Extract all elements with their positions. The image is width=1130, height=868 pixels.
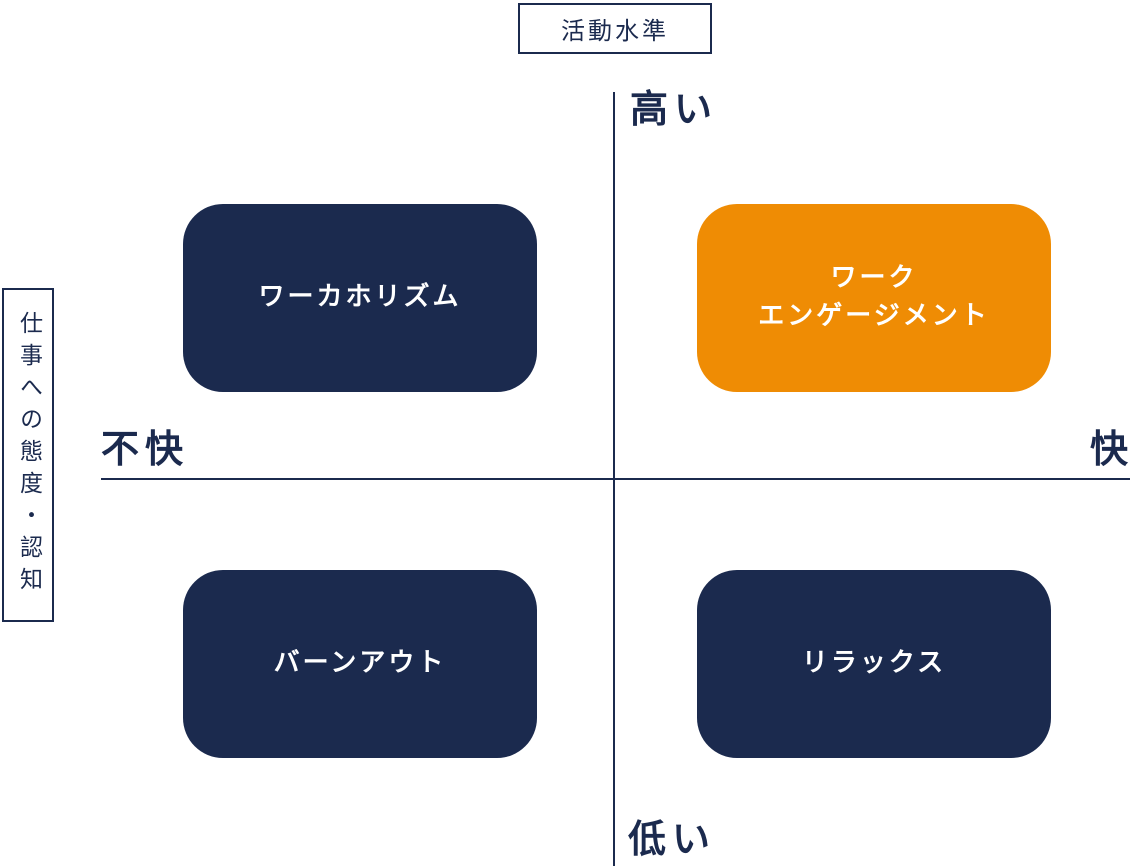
- quadrant-relax: リラックス: [697, 570, 1051, 758]
- axis-label-low: 低い: [628, 817, 717, 861]
- quadrant-label: バーンアウト: [273, 648, 447, 679]
- horizontal-axis-line: [101, 478, 1130, 480]
- axis-label-high: 高い: [630, 87, 719, 131]
- horizontal-axis-title-text: 仕事への態度・認知: [15, 311, 42, 599]
- quadrant-label-line1: ワーク: [830, 263, 918, 294]
- quadrant-label: リラックス: [801, 648, 947, 679]
- vertical-axis-title-text: 活動水準: [561, 17, 669, 45]
- quadrant-workaholism: ワーカホリズム: [183, 204, 537, 392]
- quadrant-label-line2: エンゲージメント: [758, 301, 990, 331]
- quadrant-label: ワーカホリズム: [258, 282, 462, 313]
- axis-label-unpleasant: 不快: [101, 427, 190, 471]
- axis-label-pleasant: 快: [1090, 427, 1129, 471]
- quadrant-burnout: バーンアウト: [183, 570, 537, 758]
- vertical-axis-title: 活動水準: [518, 3, 712, 54]
- horizontal-axis-title: 仕事への態度・認知: [2, 288, 54, 622]
- quadrant-work-engagement: ワーク エンゲージメント: [697, 204, 1051, 392]
